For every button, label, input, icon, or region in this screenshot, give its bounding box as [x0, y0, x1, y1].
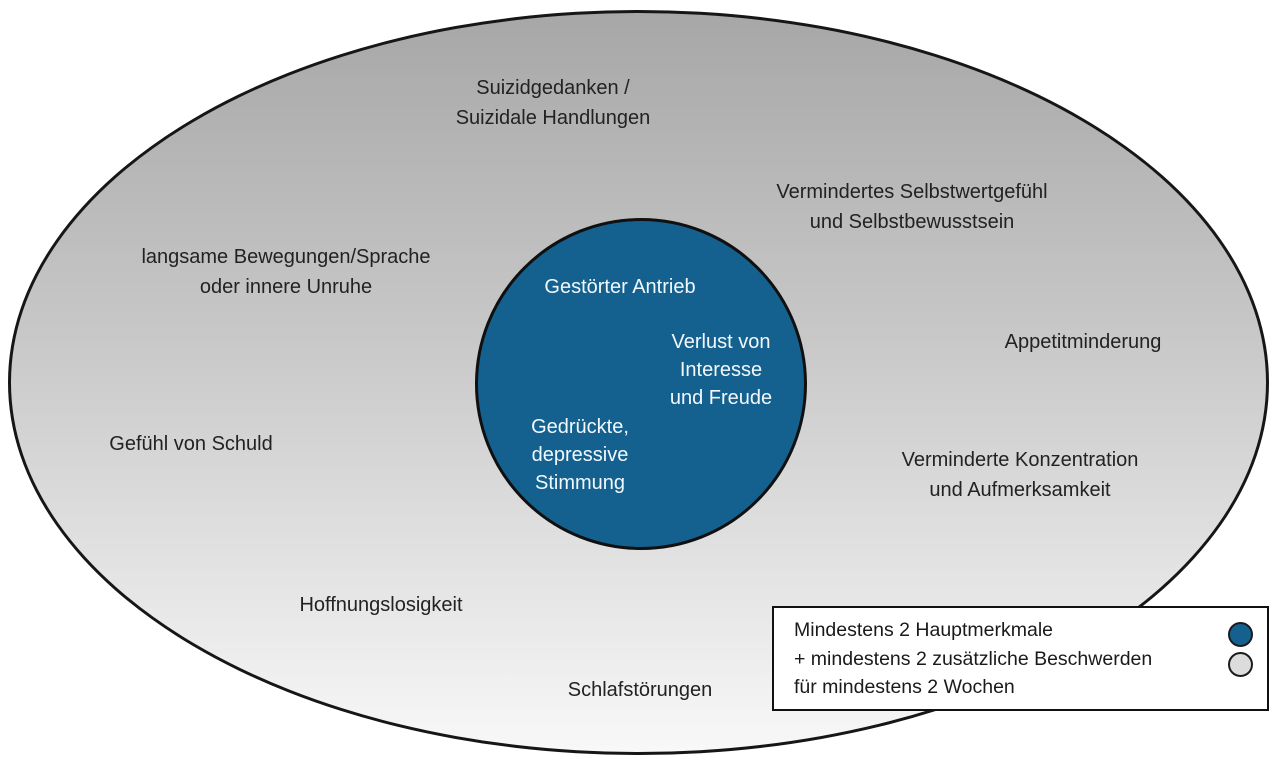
- label-hoffnungslosigkeit: Hoffnungslosigkeit: [299, 594, 463, 616]
- label-schlafstoerungen: Schlafstörungen: [567, 679, 713, 701]
- label-gefuehl-von-schuld: Gefühl von Schuld: [109, 433, 273, 455]
- core-label-verlust-von-interesse: Verlust von Interesse und Freude: [669, 331, 773, 409]
- legend-core-circle-icon: [1228, 622, 1253, 647]
- legend-line-zusaetzliche-beschwerden: + mindestens 2 zusätzliche Beschwerden: [794, 647, 1153, 670]
- label-verminderte-konzentration: Verminderte Konzentration und Aufmerksam…: [901, 449, 1139, 501]
- legend-additional-circle-icon: [1228, 652, 1253, 677]
- label-langsame-bewegungen: langsame Bewegungen/Sprache oder innere …: [141, 246, 431, 298]
- legend-text: Mindestens 2 Hauptmerkmale + mindestens …: [794, 616, 1152, 702]
- core-label-gestoerter-antrieb: Gestörter Antrieb: [544, 276, 696, 298]
- legend-line-hauptmerkmale: Mindestens 2 Hauptmerkmale: [794, 619, 1054, 641]
- label-suizidgedanken: Suizidgedanken / Suizidale Handlungen: [455, 77, 651, 129]
- core-symptoms-circle: [475, 218, 807, 550]
- label-appetitminderung: Appetitminderung: [1004, 331, 1162, 353]
- core-label-gedrueckte-stimmung: Gedrückte, depressive Stimmung: [531, 416, 629, 494]
- label-vermindertes-selbstwertgefuehl: Vermindertes Selbstwertgefühl und Selbst…: [776, 181, 1048, 233]
- legend-line-wochen: für mindestens 2 Wochen: [794, 676, 1015, 698]
- legend-box: Mindestens 2 Hauptmerkmale + mindestens …: [772, 606, 1269, 711]
